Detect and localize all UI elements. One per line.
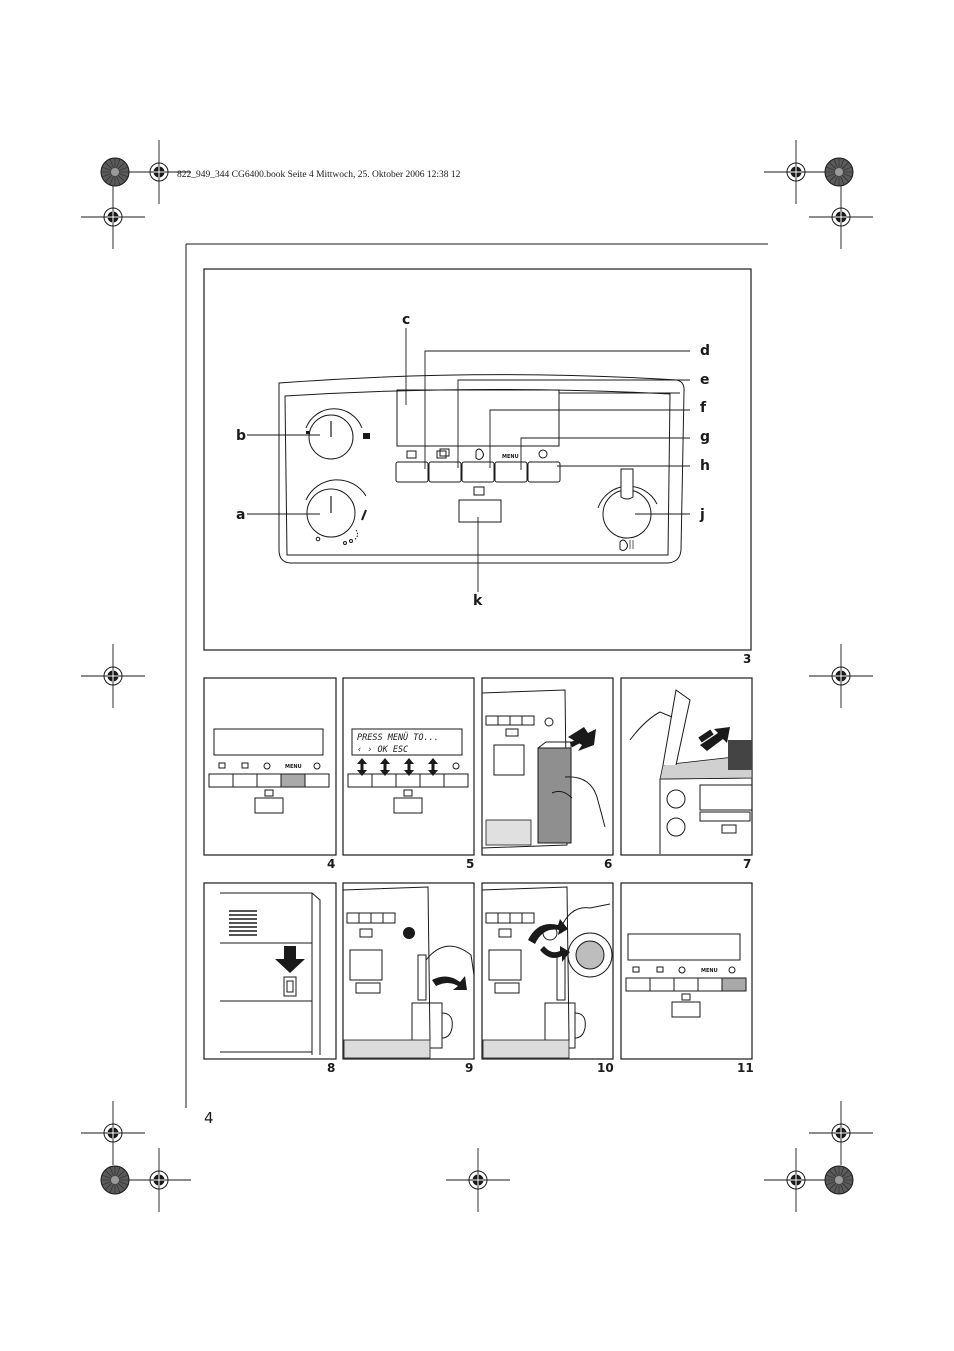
figure-11-menu-label: MENU (701, 968, 718, 974)
color-calibration-circle-icon (100, 1165, 130, 1195)
registration-mark-icon (80, 643, 146, 709)
registration-mark-icon (808, 184, 874, 250)
callout-b: b (236, 428, 246, 444)
callout-g: g (700, 429, 710, 445)
figure-11-number: 11 (737, 1061, 754, 1075)
figure-4: MENU 4 (203, 677, 337, 871)
color-calibration-circle-icon (100, 157, 130, 187)
callout-c: c (402, 312, 410, 328)
registration-mark-icon (763, 139, 829, 205)
figure-9: 9 (342, 882, 475, 1075)
registration-mark-icon (763, 1147, 829, 1213)
figure-3-buttons (395, 461, 561, 483)
color-calibration-circle-icon (824, 1165, 854, 1195)
callout-j: j (699, 507, 705, 523)
color-calibration-circle-icon (824, 157, 854, 187)
menu-label: MENU (502, 454, 519, 460)
cup-icon (406, 450, 417, 459)
page-number: 4 (204, 1109, 214, 1127)
steam-icon (475, 448, 484, 460)
figure-3-control-panel: MENU (203, 268, 752, 666)
figure-11: MENU 11 (620, 882, 754, 1075)
figure-4-number: 4 (327, 857, 335, 871)
callout-f: f (700, 400, 707, 416)
figure-7: 7 (620, 677, 753, 871)
callout-d: d (700, 343, 710, 359)
callout-h: h (700, 458, 710, 474)
registration-mark-icon (808, 643, 874, 709)
double-cup-icon (436, 450, 447, 459)
figure-3-icon-row: MENU (406, 448, 548, 460)
knob-a (305, 479, 367, 545)
figure-8: 8 (203, 882, 337, 1075)
figure-5-number: 5 (466, 857, 474, 871)
figure-9-number: 9 (465, 1061, 473, 1075)
figure-5-display-line-1: PRESS MENÜ TO... (357, 732, 439, 743)
figure-7-number: 7 (743, 857, 751, 871)
registration-mark-icon (808, 1100, 874, 1166)
figure-5: PRESS MENÜ TO... ‹ › OK ESC 5 (342, 677, 475, 871)
figure-10-number: 10 (597, 1061, 614, 1075)
knob-b (305, 408, 370, 460)
info-icon (538, 449, 548, 459)
callout-k: k (473, 593, 483, 609)
registration-mark-icon (126, 1147, 192, 1213)
registration-mark-icon (445, 1147, 511, 1213)
figure-3-number: 3 (743, 652, 751, 666)
figure-5-display-line-2: ‹ › OK ESC (357, 745, 409, 755)
figure-4-menu-label: MENU (285, 764, 302, 770)
registration-mark-icon (80, 1100, 146, 1166)
figure-10: 10 (481, 882, 614, 1075)
figure-6: 6 (481, 677, 614, 871)
figure-8-number: 8 (327, 1061, 335, 1075)
callout-a: a (236, 507, 245, 523)
figure-5-arrows (357, 758, 438, 776)
callout-e: e (700, 372, 710, 388)
registration-mark-icon (80, 184, 146, 250)
print-header: 822_949_344 CG6400.book Seite 4 Mittwoch… (177, 170, 461, 180)
figure-6-number: 6 (604, 857, 612, 871)
